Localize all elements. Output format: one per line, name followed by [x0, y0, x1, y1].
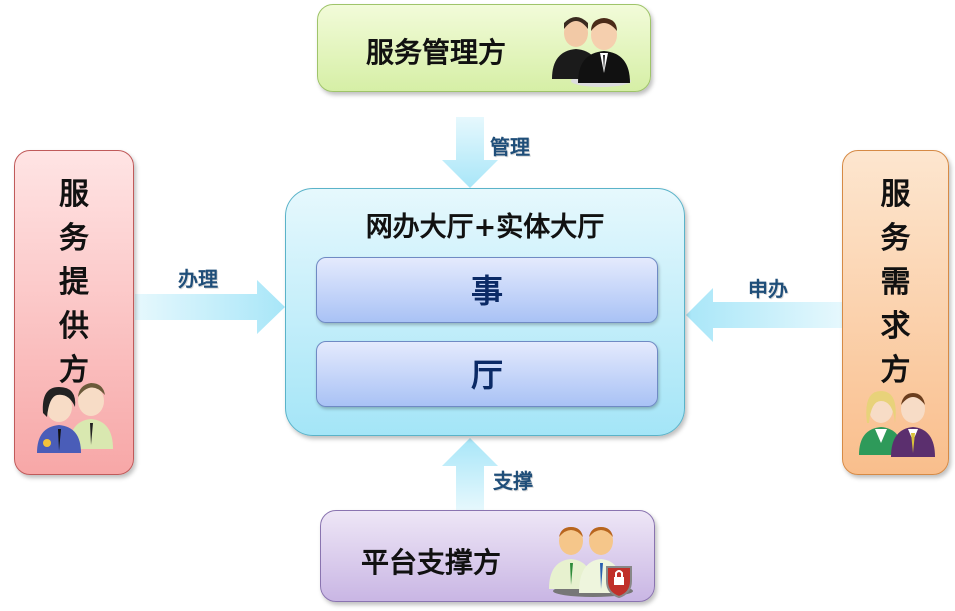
arrow-left-right: [135, 280, 285, 334]
hall-item-hall: 厅: [316, 341, 658, 407]
node-label: 服务管理方: [366, 36, 507, 69]
edge-label-handle: 办理: [178, 267, 218, 291]
label-char: 务: [880, 221, 911, 256]
label-char: 需: [880, 265, 911, 300]
node-service-hall: 网办大厅+实体大厅 事 厅: [285, 188, 685, 436]
hall-item-affairs: 事: [316, 257, 658, 323]
node-label-vertical: 服 务 提 供 方: [15, 173, 133, 393]
node-service-provider: 服 务 提 供 方: [14, 150, 134, 475]
label-char: 提: [59, 265, 89, 300]
arrow-top-down: [442, 117, 498, 188]
label-char: 方: [880, 353, 911, 388]
label-char: 供: [59, 309, 89, 344]
node-platform-support: 平台支撑方: [320, 510, 655, 602]
arrow-bottom-up: [442, 438, 498, 510]
label-char: 服: [880, 177, 911, 212]
edge-label-support: 支撑: [493, 469, 533, 493]
label-char: 方: [59, 353, 89, 388]
node-service-manager: 服务管理方: [317, 4, 651, 92]
support-people-icon: [543, 519, 635, 599]
label-char: 务: [59, 221, 89, 256]
customer-people-icon: [857, 383, 941, 461]
label-char: 求: [880, 309, 911, 344]
label-char: 服: [59, 177, 89, 212]
edge-label-manage: 管理: [490, 135, 530, 159]
node-label: 平台支撑方: [361, 546, 502, 579]
node-label-vertical: 服 务 需 求 方: [843, 173, 948, 393]
hall-title: 网办大厅+实体大厅: [365, 212, 605, 243]
arrow-right-left: [686, 288, 842, 342]
officer-people-icon: [33, 377, 117, 455]
node-service-demander: 服 务 需 求 方: [842, 150, 949, 475]
edge-label-apply: 申办: [748, 277, 788, 301]
manager-people-icon: [546, 13, 632, 87]
